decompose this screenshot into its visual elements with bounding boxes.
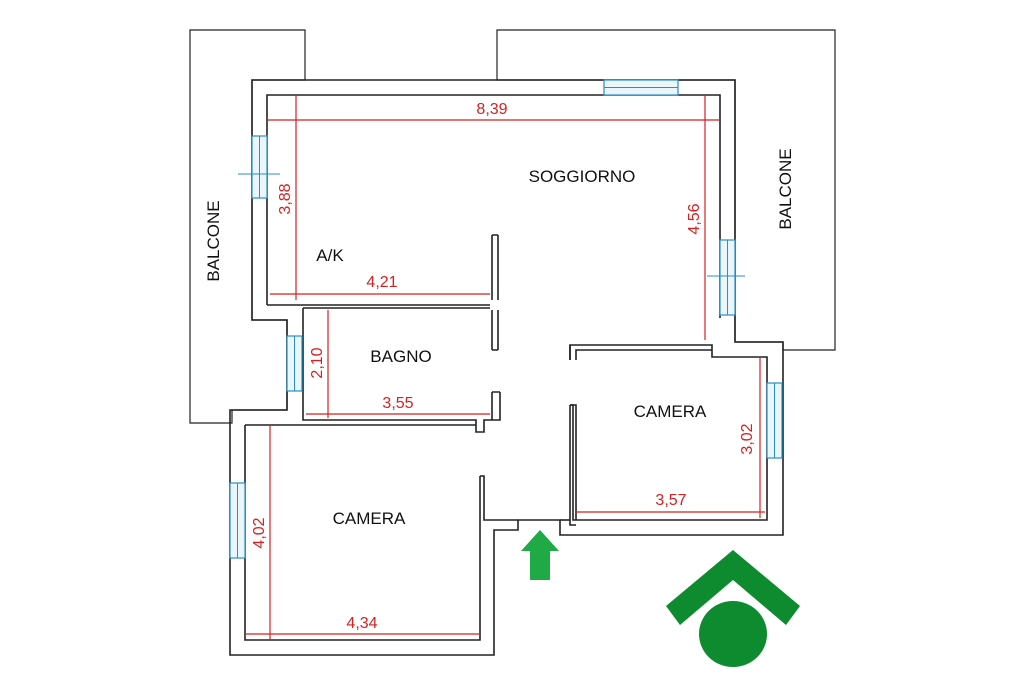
room-label-balcone-left: BALCONE <box>204 200 223 281</box>
window-right-soggiorno <box>719 239 736 316</box>
wall-ak-bagno <box>267 304 501 433</box>
room-label-ak: A/K <box>316 246 344 265</box>
room-label-soggiorno: SOGGIORNO <box>529 167 636 186</box>
dim-soggiorno-height: 4,56 <box>686 203 703 234</box>
agency-logo-icon <box>666 550 800 667</box>
dim-camera-right-height: 3,02 <box>739 423 756 454</box>
dim-bagno-height: 2,10 <box>309 347 326 378</box>
room-label-balcone-right: BALCONE <box>776 148 795 229</box>
wall-bagno-right <box>491 391 500 420</box>
dim-camera-right-width: 3,57 <box>655 492 686 509</box>
entrance-arrow-icon <box>521 530 559 580</box>
dim-bagno-width: 3,55 <box>382 395 413 412</box>
exterior-wall-inner-top <box>266 94 721 318</box>
wall-camera-left-top <box>245 424 518 521</box>
dim-soggiorno-width: 8,39 <box>476 101 507 118</box>
wall-camera-right-left <box>569 345 712 526</box>
dim-ak-height: 3,88 <box>277 183 294 214</box>
room-label-camera-right: CAMERA <box>634 402 707 421</box>
room-label-camera-left: CAMERA <box>333 509 406 528</box>
dim-ak-width: 4,21 <box>366 274 397 291</box>
exterior-wall-inner-right <box>569 344 768 521</box>
room-label-bagno: BAGNO <box>370 347 431 366</box>
window-left-camera <box>229 482 246 559</box>
dim-camera-left-width: 4,34 <box>346 615 377 632</box>
window-left-ak <box>251 135 268 199</box>
exterior-wall-inner-left <box>244 425 481 641</box>
wall-partition-vertical <box>491 234 499 351</box>
window-left-bagno <box>286 335 303 392</box>
dim-camera-left-height: 4,02 <box>251 517 268 548</box>
window-right-camera <box>766 382 783 459</box>
window-top <box>603 79 679 96</box>
